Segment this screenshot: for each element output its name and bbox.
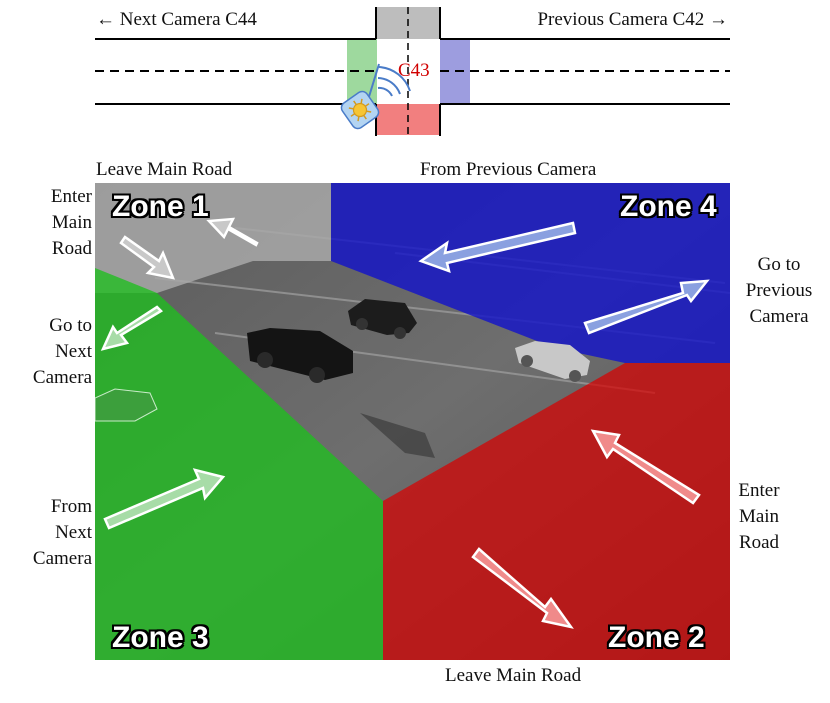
arrow-zone1-leave bbox=[206, 217, 259, 247]
arrow-zone2-enter bbox=[590, 429, 701, 505]
zone-3-region bbox=[95, 268, 383, 660]
road-schematic bbox=[95, 7, 730, 136]
zone4-top-label: From Previous Camera bbox=[420, 159, 597, 180]
black-suv bbox=[348, 299, 417, 339]
pole-shadow bbox=[360, 413, 435, 458]
arrow-zone4-from-previous bbox=[418, 221, 577, 273]
flow-arrows bbox=[100, 217, 710, 629]
arrow-zone1-enter bbox=[119, 235, 176, 280]
green-car bbox=[95, 388, 158, 422]
camera-sun-icon bbox=[340, 90, 380, 130]
arrow-zone4-go-previous bbox=[583, 279, 710, 335]
arrow-zone3-from-next bbox=[103, 468, 226, 530]
arrow-zone3-go-next bbox=[100, 305, 164, 351]
zone-2-region bbox=[383, 363, 730, 660]
fov-boundary-line bbox=[367, 63, 380, 101]
zone-1-label: Zone 1 bbox=[112, 190, 209, 223]
zone1-top-label: Leave Main Road bbox=[96, 159, 233, 180]
silver-sedan bbox=[515, 341, 590, 382]
zone2-enter-label: Enter Main Road bbox=[738, 480, 780, 553]
zone3-go-next-label: Go to Next Camera bbox=[32, 315, 92, 388]
arrow-zone2-leave bbox=[471, 547, 574, 629]
zone4-go-previous-label: Go to Previous Camera bbox=[745, 254, 813, 327]
zone-2-label: Zone 2 bbox=[608, 621, 705, 654]
camera-id-label: C43 bbox=[398, 60, 430, 81]
zone3-from-next-label: From Next Camera bbox=[32, 496, 92, 569]
previous-camera-label: Previous Camera C42 → bbox=[537, 9, 728, 30]
zone-4-label: Zone 4 bbox=[620, 190, 717, 223]
zone2-bottom-label: Leave Main Road bbox=[445, 665, 582, 686]
camera-fov-arcs bbox=[377, 66, 411, 97]
zone-3-label: Zone 3 bbox=[112, 621, 209, 654]
black-pickup-truck bbox=[247, 328, 353, 383]
camera-view-scene bbox=[95, 183, 730, 660]
zone1-left-label: Enter Main Road bbox=[50, 186, 92, 259]
next-camera-label: ← Next Camera C44 bbox=[96, 9, 257, 30]
